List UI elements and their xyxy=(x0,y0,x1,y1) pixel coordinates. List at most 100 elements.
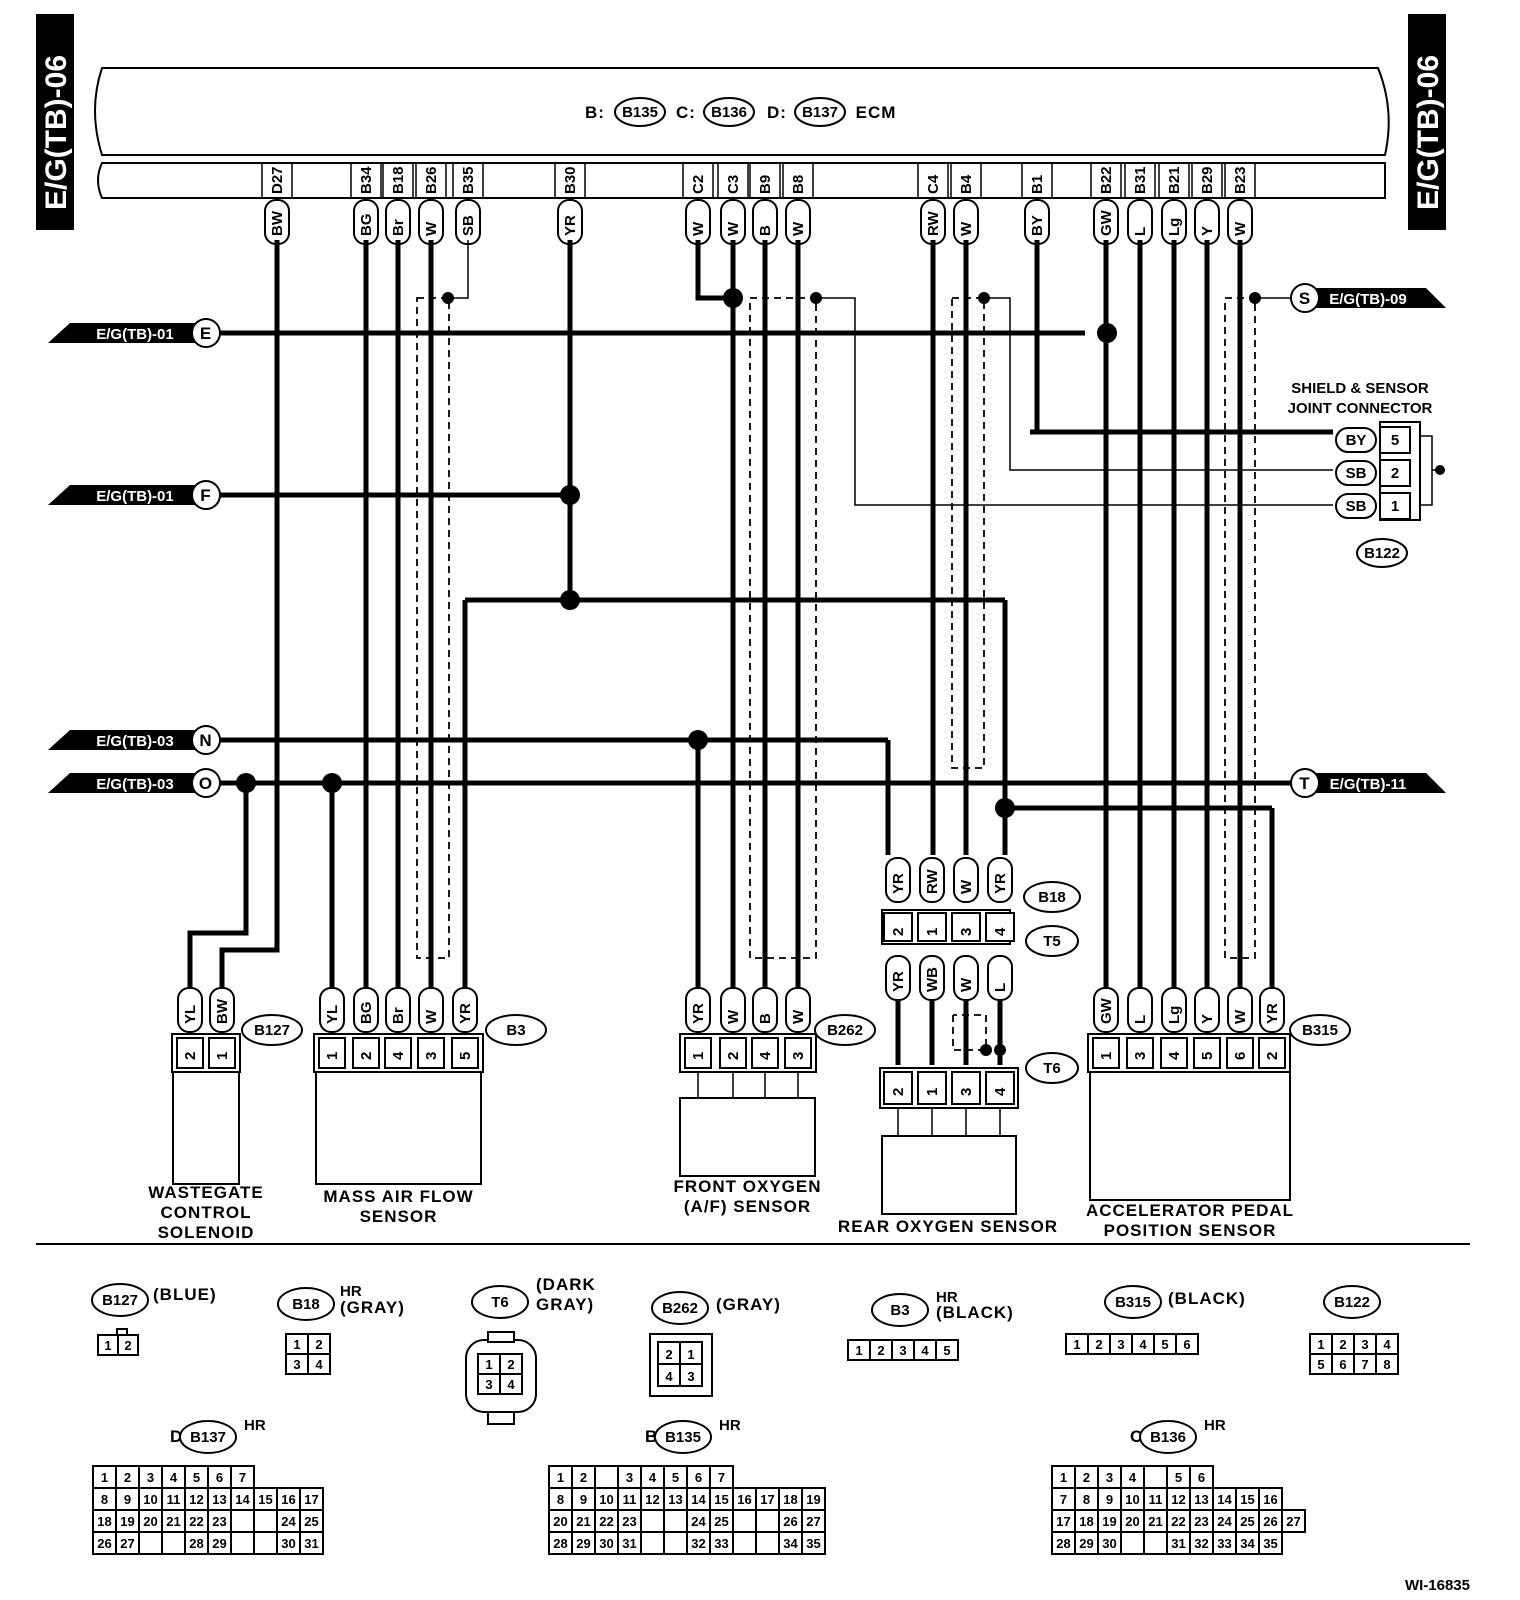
b18-id: B18 xyxy=(1038,889,1066,906)
svg-text:(BLUE): (BLUE) xyxy=(153,1285,217,1304)
svg-text:1: 1 xyxy=(293,1337,300,1352)
title-tab-left: E/G(TB)-06 xyxy=(36,14,74,230)
svg-text:19: 19 xyxy=(1102,1514,1116,1529)
component-wire-color-label: YL xyxy=(324,1005,341,1024)
ecm-pin-label: C4 xyxy=(925,174,942,194)
svg-text:25: 25 xyxy=(714,1514,728,1529)
svg-text:26: 26 xyxy=(1263,1514,1277,1529)
svg-text:10: 10 xyxy=(599,1492,613,1507)
ecm-pin-label: B21 xyxy=(1166,166,1183,194)
svg-text:(GRAY): (GRAY) xyxy=(716,1295,781,1314)
component-wire-color-label: W xyxy=(1232,1009,1249,1024)
svg-text:12: 12 xyxy=(189,1492,203,1507)
ecm-pin-label: C3 xyxy=(725,175,742,194)
ecm-pin-b9: B9B xyxy=(749,163,781,245)
svg-text:2: 2 xyxy=(1083,1470,1090,1485)
svg-text:33: 33 xyxy=(714,1536,728,1551)
title-tab-right: E/G(TB)-06 xyxy=(1408,14,1446,230)
t5-pin: 4 xyxy=(992,927,1009,936)
svg-text:5: 5 xyxy=(193,1470,200,1485)
component-pin: 1 xyxy=(214,1052,231,1060)
svg-text:27: 27 xyxy=(120,1536,134,1551)
svg-text:17: 17 xyxy=(1056,1514,1070,1529)
legend-id: B135 xyxy=(665,1429,701,1446)
component-pin: 1 xyxy=(690,1052,707,1060)
svg-text:12: 12 xyxy=(645,1492,659,1507)
ecm-wire-color-label: W xyxy=(790,221,807,236)
component-pin: 3 xyxy=(1132,1052,1149,1060)
svg-text:14: 14 xyxy=(235,1492,250,1507)
joint-pin-number: 1 xyxy=(1391,498,1399,515)
ecm-wire-color-label: YR xyxy=(562,215,579,236)
ecm-d-prefix: D: xyxy=(767,103,787,122)
component-wire-color-label: YR xyxy=(457,1003,474,1024)
ecm-wire-color-label: B xyxy=(757,225,774,236)
svg-text:10: 10 xyxy=(1125,1492,1139,1507)
ecm-pin-c2: C2W xyxy=(682,163,714,245)
ecm-terminals: D27BWB34BGB18BrB26WB35SBB30YRC2WC3WB9BB8… xyxy=(261,163,1256,245)
svg-text:21: 21 xyxy=(166,1514,180,1529)
svg-text:23: 23 xyxy=(212,1514,226,1529)
svg-text:2: 2 xyxy=(1339,1337,1346,1352)
ecm-wire-color-label: W xyxy=(690,221,707,236)
ref-O[interactable]: E/G(TB)-03 O xyxy=(48,768,221,798)
ref-S[interactable]: E/G(TB)-09 S xyxy=(1255,283,1446,313)
svg-text:(BLACK): (BLACK) xyxy=(1168,1289,1246,1308)
component-wire-color-label: YL xyxy=(182,1005,199,1024)
svg-text:4: 4 xyxy=(665,1369,673,1384)
component-wire-color-label: L xyxy=(1132,1015,1149,1024)
t5-pin: 3 xyxy=(958,928,975,936)
svg-text:HR: HR xyxy=(719,1417,741,1434)
svg-text:22: 22 xyxy=(599,1514,613,1529)
svg-text:21: 21 xyxy=(576,1514,590,1529)
svg-text:2: 2 xyxy=(507,1357,514,1372)
svg-text:8: 8 xyxy=(1383,1357,1390,1372)
ecm-pin-label: B1 xyxy=(1029,175,1046,194)
ref-T-label: E/G(TB)-11 xyxy=(1330,776,1407,793)
component-wire-color: YR xyxy=(452,987,478,1033)
ecm-wire-color: W xyxy=(685,199,711,245)
legend-id: B3 xyxy=(890,1302,909,1319)
svg-text:3: 3 xyxy=(147,1470,154,1485)
ecm-body: B: B135 C: B136 D: B137 ECM xyxy=(94,67,1390,199)
component-pin: 5 xyxy=(457,1052,474,1060)
b18-wire-color-label: RW xyxy=(924,868,941,894)
legend-id: B262 xyxy=(662,1300,698,1317)
component-wire-color: W xyxy=(418,987,444,1033)
ecm-pin-label: B8 xyxy=(790,175,807,194)
component-pin: 2 xyxy=(358,1052,375,1060)
svg-text:6: 6 xyxy=(1183,1337,1190,1352)
ref-T[interactable]: E/G(TB)-11 T xyxy=(1290,768,1446,798)
svg-text:2: 2 xyxy=(580,1470,587,1485)
ecm-wire-color: W xyxy=(785,199,811,245)
svg-text:26: 26 xyxy=(783,1514,797,1529)
svg-text:19: 19 xyxy=(120,1514,134,1529)
ecm-wire-color-label: BW xyxy=(269,210,286,236)
ecm-wire-color: BG xyxy=(353,199,379,245)
svg-text:35: 35 xyxy=(806,1536,820,1551)
ecm-pin-label: B35 xyxy=(460,166,477,194)
ref-F[interactable]: E/G(TB)-01 F xyxy=(48,480,221,510)
component-pin: 5 xyxy=(1199,1052,1216,1060)
ref-N[interactable]: E/G(TB)-03 N xyxy=(48,725,221,755)
component-wire-color: BG xyxy=(353,987,379,1033)
svg-text:5: 5 xyxy=(943,1343,950,1358)
svg-text:13: 13 xyxy=(668,1492,682,1507)
b18-wire-color-label: W xyxy=(958,879,975,894)
component-wire-color-label: GW xyxy=(1098,997,1115,1024)
ecm-wire-color-label: Lg xyxy=(1166,218,1183,236)
ref-E[interactable]: E/G(TB)-01 E xyxy=(48,318,221,348)
svg-text:3: 3 xyxy=(1106,1470,1113,1485)
svg-text:8: 8 xyxy=(101,1492,108,1507)
component-id: T6 xyxy=(1043,1060,1061,1077)
